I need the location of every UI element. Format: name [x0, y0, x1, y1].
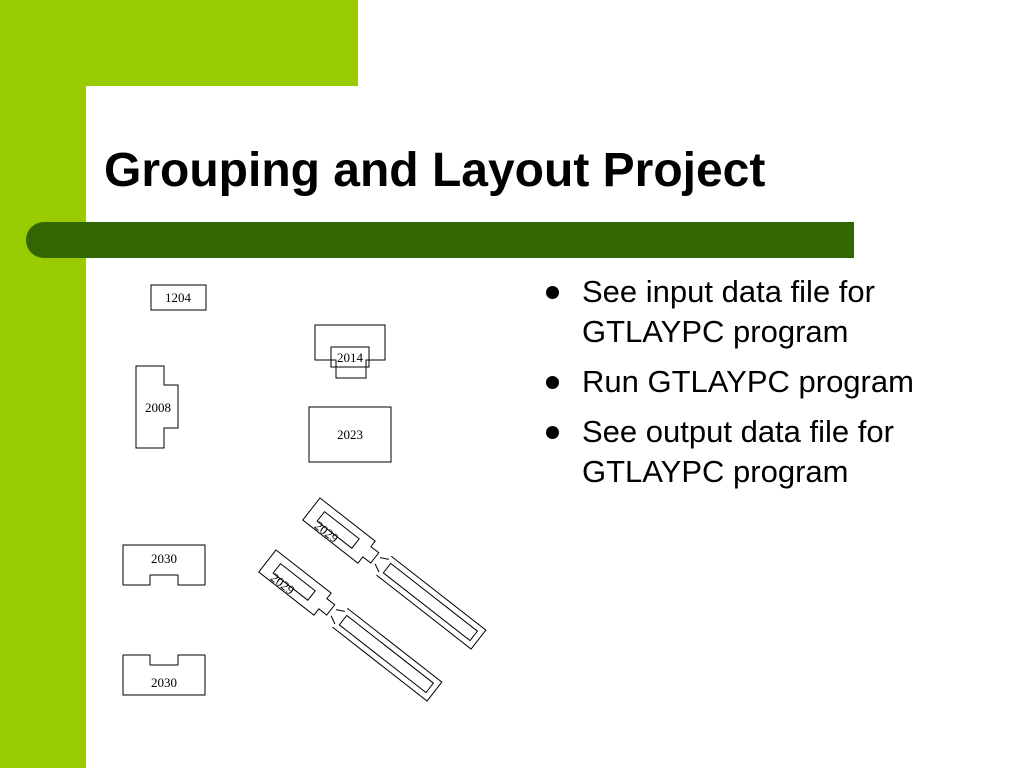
bullet-item: See output data file for GTLAYPC program — [540, 412, 980, 492]
part-label: 2008 — [145, 400, 171, 415]
accent-band-left — [0, 0, 86, 768]
part-label: 2030 — [151, 551, 177, 566]
bullet-text: Run GTLAYPC program — [582, 364, 914, 399]
bullet-dot-icon — [546, 426, 559, 439]
bullet-text: See input data file for GTLAYPC program — [582, 274, 875, 349]
part-label: 2030 — [151, 675, 177, 690]
bullet-item: Run GTLAYPC program — [540, 362, 980, 402]
part-2008: 2008 — [135, 365, 179, 449]
bullet-dot-icon — [546, 286, 559, 299]
part-1204: 1204 — [150, 284, 207, 311]
part-label: 1204 — [165, 290, 192, 305]
part-label: 2014 — [337, 350, 364, 365]
part-2029-upper: 2029 — [302, 497, 487, 650]
part-2014: 2014 — [314, 324, 386, 379]
slide-title: Grouping and Layout Project — [104, 144, 766, 197]
bullet-item: See input data file for GTLAYPC program — [540, 272, 980, 352]
bullet-text: See output data file for GTLAYPC program — [582, 414, 894, 489]
bullet-list: See input data file for GTLAYPC program … — [540, 272, 980, 502]
bullet-dot-icon — [546, 376, 559, 389]
part-2029-lower: 2029 — [258, 549, 443, 702]
accent-band-top — [0, 0, 358, 86]
part-label: 2023 — [337, 427, 363, 442]
part-2030-lower: 2030 — [122, 654, 206, 696]
part-layout-diagram: 1204 2014 2008 2023 2030 2030 — [122, 284, 487, 702]
part-2023: 2023 — [308, 406, 392, 463]
title-underline-bar — [26, 222, 854, 258]
part-2030-upper: 2030 — [122, 544, 206, 586]
